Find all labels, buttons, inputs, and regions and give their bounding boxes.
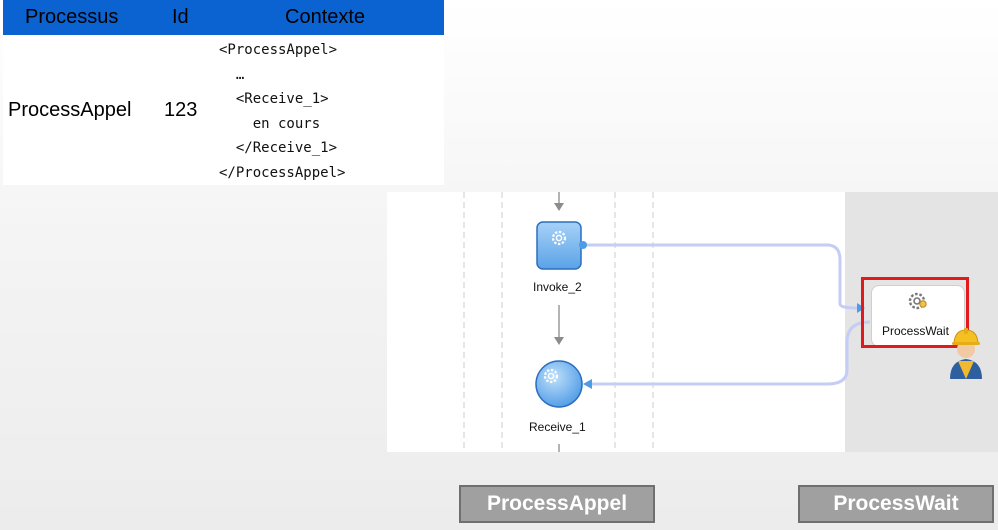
- flow-arrow-middle: [554, 305, 564, 345]
- context-table: Processus Id Contexte ProcessAppel 123 <…: [3, 0, 444, 185]
- gear-icon: [908, 292, 927, 310]
- header-processus: Processus: [25, 6, 119, 28]
- invoke-node: [536, 221, 587, 270]
- context-line: …: [219, 66, 245, 83]
- process-wait-button[interactable]: ProcessWait: [798, 485, 994, 523]
- receive-connector: [592, 320, 871, 386]
- flow-arrow-top: [554, 192, 564, 211]
- process-wait-node[interactable]: ProcessWait: [871, 285, 965, 347]
- header-contexte: Contexte: [285, 6, 366, 28]
- context-line: </Receive_1>: [219, 140, 338, 157]
- context-line: <ProcessAppel>: [219, 42, 338, 58]
- process-appel-button[interactable]: ProcessAppel: [459, 485, 655, 523]
- table-header: Processus Id Contexte: [3, 0, 444, 35]
- context-line: <Receive_1>: [219, 91, 329, 108]
- receive-label: Receive_1: [529, 420, 586, 434]
- invoke-connector: [584, 243, 859, 310]
- receive-node: [535, 360, 583, 408]
- process-diagram: Invoke_2 Receive_1 ProcessWait: [387, 192, 998, 452]
- header-id: Id: [172, 6, 189, 28]
- cell-process-name: ProcessAppel: [8, 99, 132, 121]
- invoke-label: Invoke_2: [533, 280, 582, 294]
- context-line: </ProcessAppel>: [219, 164, 346, 181]
- context-line: en cours: [219, 115, 321, 132]
- cell-process-id: 123: [164, 99, 198, 121]
- highlight-box: [861, 277, 969, 348]
- receive-connector-arrow: [583, 379, 592, 389]
- diagram-canvas: [463, 192, 871, 452]
- process-wait-label: ProcessWait: [882, 324, 949, 338]
- worker-icon: [950, 328, 982, 379]
- cell-context-xml: <ProcessAppel> … <Receive_1> en cours </…: [219, 38, 345, 186]
- gear-icon: [551, 230, 567, 246]
- gear-icon: [543, 368, 559, 384]
